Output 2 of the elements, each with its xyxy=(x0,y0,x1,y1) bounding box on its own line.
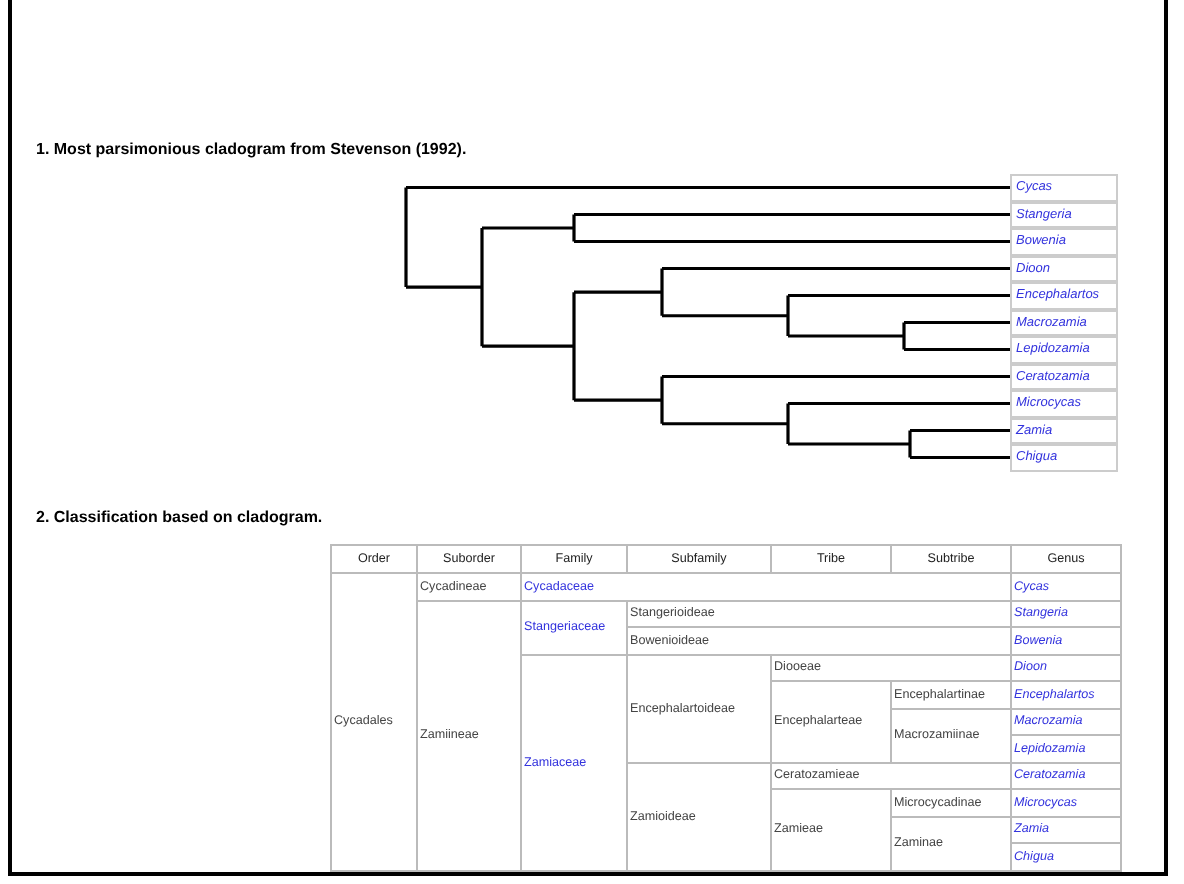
section-heading: 2. Classification based on cladogram. xyxy=(36,508,323,526)
section-heading: 1. Most parsimonious cladogram from Stevenson (1992). xyxy=(36,140,467,158)
